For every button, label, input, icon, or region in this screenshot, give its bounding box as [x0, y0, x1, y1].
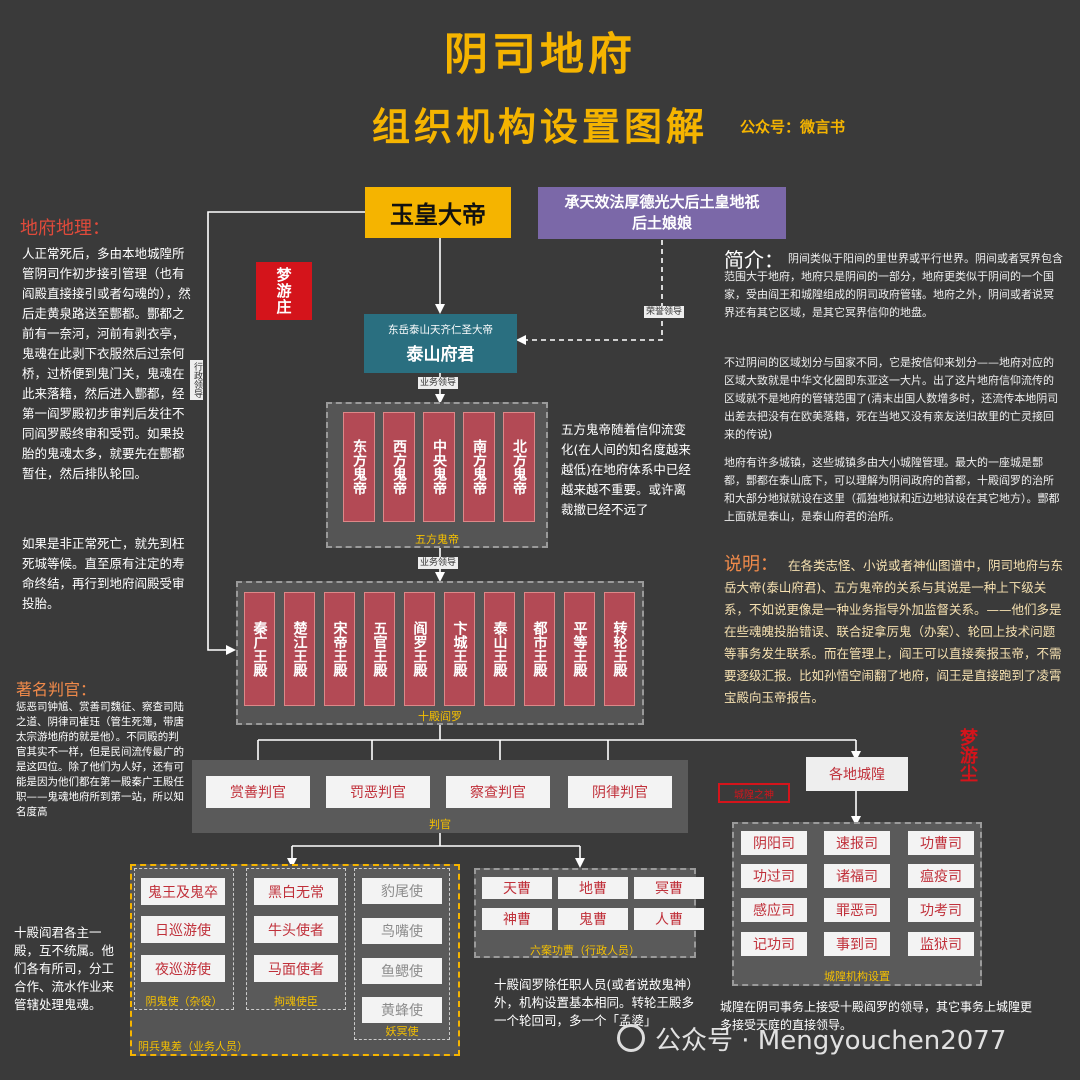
geo-text-1: 人正常死后，多由本地城隍所管阴司作初步接引管理（也有阎殿直接接引或者勾魂的），然…: [22, 246, 191, 481]
page-title: 阴司地府: [444, 29, 636, 80]
bureau-item: 地曹: [558, 877, 628, 899]
ten-king-item: 阎罗王殿: [404, 592, 435, 706]
ten-king-item: 卞城王殿: [444, 592, 475, 706]
ten-king-item: 平等王殿: [564, 592, 595, 706]
judge-item: 察查判官: [446, 776, 550, 808]
ten-king-item: 五官王殿: [364, 592, 395, 706]
five-ghosts-label: 五方鬼帝: [415, 533, 459, 546]
ten-king-item: 宋帝王殿: [324, 592, 355, 706]
watermark: 公众号 · Mengyouchen2077: [655, 1026, 1007, 1056]
city-gods-note: 城隍在阴司事务上接受十殿阎罗的领导，其它事务上城隍更多接受天庭的直接领导。: [720, 1000, 1033, 1032]
geo-heading: 地府地理：: [20, 218, 110, 239]
city-god-office: 功考司: [908, 898, 974, 922]
ghost-runner-item: 夜巡游使: [141, 955, 225, 982]
intro-text-1: 阴间类似于阳间的里世界或平行世界。阴间或者冥界包含范围大于地府，地府只是阴间的一…: [724, 252, 1063, 319]
city-gods-box: 各地城隍: [806, 757, 908, 791]
ten-king-item: 楚江王殿: [284, 592, 315, 706]
bureau-item: 冥曹: [634, 877, 704, 899]
ten-king-item: 泰山王殿: [484, 592, 515, 706]
seal-stamp: 梦游庄: [256, 262, 312, 320]
bureau-item: 人曹: [634, 908, 704, 930]
demon-envoy-item: 黄蜂使: [362, 997, 442, 1023]
city-god-office: 记功司: [741, 932, 807, 956]
ten-king-item: 转轮王殿: [604, 592, 635, 706]
city-god-office: 瘟疫司: [908, 864, 974, 888]
wechat-icon: [617, 1024, 645, 1052]
honorary-link-label: 荣誉领导: [644, 306, 685, 318]
explain-heading: 说明：: [724, 554, 778, 575]
judge-item: 罚恶判官: [326, 776, 430, 808]
structure-note: 十殿阎罗除任职人员(或者说故鬼神）外，机构设置基本相同。转轮王殿多一个轮回司，多…: [494, 977, 695, 1028]
soul-catcher-item: 黑白无常: [254, 878, 338, 905]
ten-king-item: 秦广王殿: [244, 592, 275, 706]
city-god-office: 监狱司: [908, 932, 974, 956]
city-god-office: 功曹司: [908, 831, 974, 855]
ten-king-item: 都市王殿: [524, 592, 555, 706]
taishan-name: 泰山府君: [406, 345, 475, 365]
account-label: 公众号：微言书: [740, 118, 846, 136]
bureaus-label: 六案功曹（行政人员）: [530, 944, 640, 957]
demon-envoy-item: 鸟嘴使: [362, 918, 442, 944]
city-god-office: 功过司: [741, 864, 807, 888]
city-god-office: 罪恶司: [824, 898, 890, 922]
ten-kings-label: 十殿阎罗: [418, 710, 462, 723]
business-link-label-1: 业务领导: [418, 377, 459, 389]
city-god-office: 诸福司: [824, 864, 890, 888]
admin-link-label: 行政领导: [190, 360, 203, 400]
intro-heading: 简介：: [724, 248, 784, 272]
demon-envoy-item: 鱼鳃使: [362, 958, 442, 984]
judges-label: 判官: [429, 818, 451, 831]
five-ghost-item: 西方鬼帝: [383, 412, 415, 522]
five-ghosts-note: 五方鬼帝随着信仰流变化(在人间的知名度越来越低)在地府体系中已经越来越不重要。或…: [561, 422, 691, 517]
bureau-item: 天曹: [482, 877, 552, 899]
bureau-item: 神曹: [482, 908, 552, 930]
city-gods-tag: 城隍之神: [718, 783, 790, 803]
bureau-item: 鬼曹: [558, 908, 628, 930]
demon-envoy-item: 豹尾使: [362, 878, 442, 904]
demon-envoys-label: 妖冥使: [385, 1025, 419, 1038]
geo-text-2: 如果是非正常死亡，就先到枉死城等候。直至原有注定的寿命终结，再行到地府阎殿受审投…: [22, 536, 185, 611]
judge-item: 赏善判官: [206, 776, 310, 808]
five-ghost-item: 中央鬼帝: [423, 412, 455, 522]
explain-text: 在各类志怪、小说或者神仙图谱中，阴司地府与东岳大帝(泰山府君)、五方鬼帝的关系与…: [724, 558, 1064, 705]
city-god-office: 事到司: [824, 932, 890, 956]
ghost-runner-item: 鬼王及鬼卒: [141, 878, 225, 905]
city-god-office: 阴阳司: [741, 831, 807, 855]
five-ghost-item: 南方鬼帝: [463, 412, 495, 522]
intro-text-2: 不过阴间的区域划分与国家不同，它是按信仰来划分——地府对应的区域大致就是中华文化…: [724, 356, 1059, 441]
famous-judges-text: 惩恶司钟馗、赏善司魏征、察查司陆之道、阴律司崔珏（管生死簿，带唐太宗游地府的就是…: [16, 701, 184, 818]
soul-catchers-label: 拘魂使臣: [274, 995, 318, 1008]
houtu-box: 承天效法厚德光大后土皇地祇后土娘娘: [538, 187, 786, 239]
taishan-box: 东岳泰山天齐仁圣大帝 泰山府君: [364, 314, 517, 373]
soul-catcher-item: 马面使者: [254, 955, 338, 982]
city-god-office: 速报司: [824, 831, 890, 855]
city-gods-label: 城隍机构设置: [824, 970, 890, 983]
famous-judges-heading: 著名判官：: [16, 680, 97, 699]
soul-catcher-item: 牛头使者: [254, 916, 338, 943]
jade-emperor-box: 玉皇大帝: [365, 187, 511, 238]
city-god-office: 感应司: [741, 898, 807, 922]
taishan-title: 东岳泰山天齐仁圣大帝: [388, 324, 493, 336]
seal-stamp-text: 梦游庄: [274, 267, 293, 315]
page-subtitle: 组织机构设置图解: [371, 104, 708, 149]
ghost-runner-item: 日巡游使: [141, 916, 225, 943]
intro-text-3: 地府有许多城镇，这些城镇多由大小城隍管理。最大的一座城是酆都，酆都在泰山底下，可…: [724, 456, 1060, 523]
five-ghost-item: 北方鬼帝: [503, 412, 535, 522]
five-ghost-item: 东方鬼帝: [343, 412, 375, 522]
yinbing-label: 阴兵鬼差（业务人员）: [138, 1040, 248, 1053]
calligraphy-stamp: 梦游尘: [957, 728, 978, 782]
ten-kings-note: 十殿阎君各主一殿，互不统属。他们各有所司，分工合作、流水作业来管辖处理鬼魂。: [14, 925, 115, 1012]
business-link-label-2: 业务领导: [418, 557, 459, 569]
judge-item: 阴律判官: [568, 776, 672, 808]
ghost-runners-label: 阴鬼使（杂役）: [145, 995, 223, 1008]
